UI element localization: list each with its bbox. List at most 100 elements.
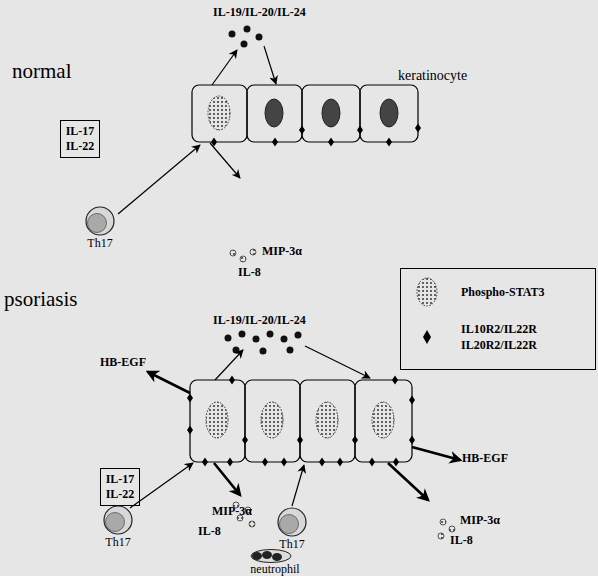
keratinocyte-cell [190, 380, 412, 462]
phospho-stat3-nucleus [208, 96, 230, 130]
receptor-diamond [242, 436, 248, 445]
arrow [264, 46, 276, 84]
keratinocyte-cell [300, 380, 355, 462]
cell-nucleus [280, 515, 299, 534]
receptor-diamond [409, 436, 415, 445]
receptor-diamond [187, 376, 415, 467]
receptor-diamond [328, 138, 334, 147]
chemokine-dot [449, 526, 455, 532]
receptor-symbol [423, 330, 431, 344]
neutrophil-cell: neutrophil [245, 549, 305, 576]
phospho-stat3-nucleus [206, 402, 394, 438]
keratinocyte-cell [247, 85, 302, 142]
nucleus [322, 99, 340, 127]
receptor-diamond [187, 394, 193, 403]
arrow [212, 50, 237, 85]
nucleus [265, 99, 398, 127]
cytokine-dot [229, 31, 236, 38]
thick-arrow [214, 463, 240, 495]
cell-membrane [104, 506, 132, 534]
cytokine-label: IL-19/IL-20/IL-24 [213, 314, 306, 327]
receptor-diamond [229, 376, 235, 385]
receptor-diamond [357, 126, 363, 135]
receptor-diamond [386, 138, 392, 147]
phospho-stat3-nucleus [372, 402, 394, 438]
legend-entry: IL10R2/IL22R IL20R2/IL22R [409, 321, 561, 353]
keratinocyte-cell [192, 85, 247, 142]
thick-arrow [412, 447, 460, 460]
arrow [118, 46, 276, 214]
arrow [305, 346, 370, 378]
node-text: IL-17 IL-22 [103, 472, 137, 502]
arrow [210, 143, 240, 178]
receptor-diamond [352, 436, 358, 445]
chemokine-dot [250, 249, 256, 255]
receptor-diamond [202, 458, 208, 467]
chemokine-label: MIP-3α [460, 514, 500, 527]
keratinocyte-cell [355, 380, 412, 462]
cytokine-dot [267, 331, 274, 338]
cytokine-dot [225, 335, 232, 342]
panel-title: psoriasis [4, 288, 78, 311]
cytokine-box: IL-17 IL-22 [60, 120, 100, 158]
node-text: Th17 [75, 237, 125, 250]
phospho-stat3-nucleus [206, 402, 228, 438]
cytokine-dot [229, 26, 263, 48]
cytokine-dot [225, 331, 302, 355]
cytokine-dot [260, 348, 267, 355]
nucleus-lobe [272, 553, 282, 561]
th17-cell: Th17 [75, 205, 125, 250]
receptor-diamond [369, 458, 375, 467]
cell-outline [262, 506, 322, 538]
legend-entry: Phospho-STAT3 [409, 277, 561, 307]
phospho-stat3-nucleus [316, 402, 338, 438]
thick-arrow [148, 372, 190, 393]
legend-box: Phospho-STAT3IL10R2/IL22R IL20R2/IL22R [400, 268, 596, 370]
cytokine-dot [244, 26, 251, 33]
thick-arrow [388, 463, 428, 500]
receptor-diamond [393, 458, 399, 467]
nucleus [380, 99, 398, 127]
cytokine-dot [256, 34, 263, 41]
legend-symbol [409, 322, 449, 352]
legend-symbol [409, 277, 449, 307]
cytokine-dot [287, 347, 294, 354]
chemokine-label: IL-8 [450, 534, 473, 547]
cell-nucleus [106, 513, 125, 532]
chemokine-dot [230, 249, 256, 262]
receptor-diamond [211, 124, 421, 147]
th17-cell: Th17 [262, 506, 322, 551]
arrow [118, 145, 200, 214]
chemokine-dot [230, 250, 236, 256]
receptor-diamond [227, 458, 233, 467]
chemokine-label: MIP-3α [212, 505, 252, 518]
thick-arrow [148, 372, 460, 500]
phospho-stat3-symbol [417, 278, 437, 306]
keratinocyte-cell [190, 380, 245, 462]
phospho-stat3-nucleus [208, 96, 230, 130]
legend-text: IL10R2/IL22R IL20R2/IL22R [461, 321, 561, 353]
receptor-diamond [415, 124, 421, 133]
receptor-diamond [337, 458, 343, 467]
cytokine-box: IL-17 IL-22 [100, 468, 140, 506]
keratinocyte-cell [245, 380, 300, 462]
receptor-diamond [262, 458, 268, 467]
growth-factor-label: HB-EGF [100, 356, 146, 369]
keratinocyte-cell [360, 85, 418, 142]
chemokine-dot [440, 519, 446, 525]
chemokine-dot [249, 521, 255, 527]
receptor-diamond [392, 376, 398, 385]
chemokine-dot [240, 256, 246, 262]
th17-cell: Th17 [93, 504, 143, 549]
nucleus-lobe [262, 551, 272, 559]
cell-membrane [251, 550, 291, 563]
chemokine-dot [438, 533, 444, 539]
receptor-diamond [319, 458, 325, 467]
phospho-stat3-nucleus [261, 402, 283, 438]
cytokine-dot [253, 336, 260, 343]
growth-factor-label: HB-EGF [462, 452, 508, 465]
chemokine-label: IL-8 [238, 266, 261, 279]
receptor-diamond [281, 458, 287, 467]
receptor-diamond [297, 436, 303, 445]
